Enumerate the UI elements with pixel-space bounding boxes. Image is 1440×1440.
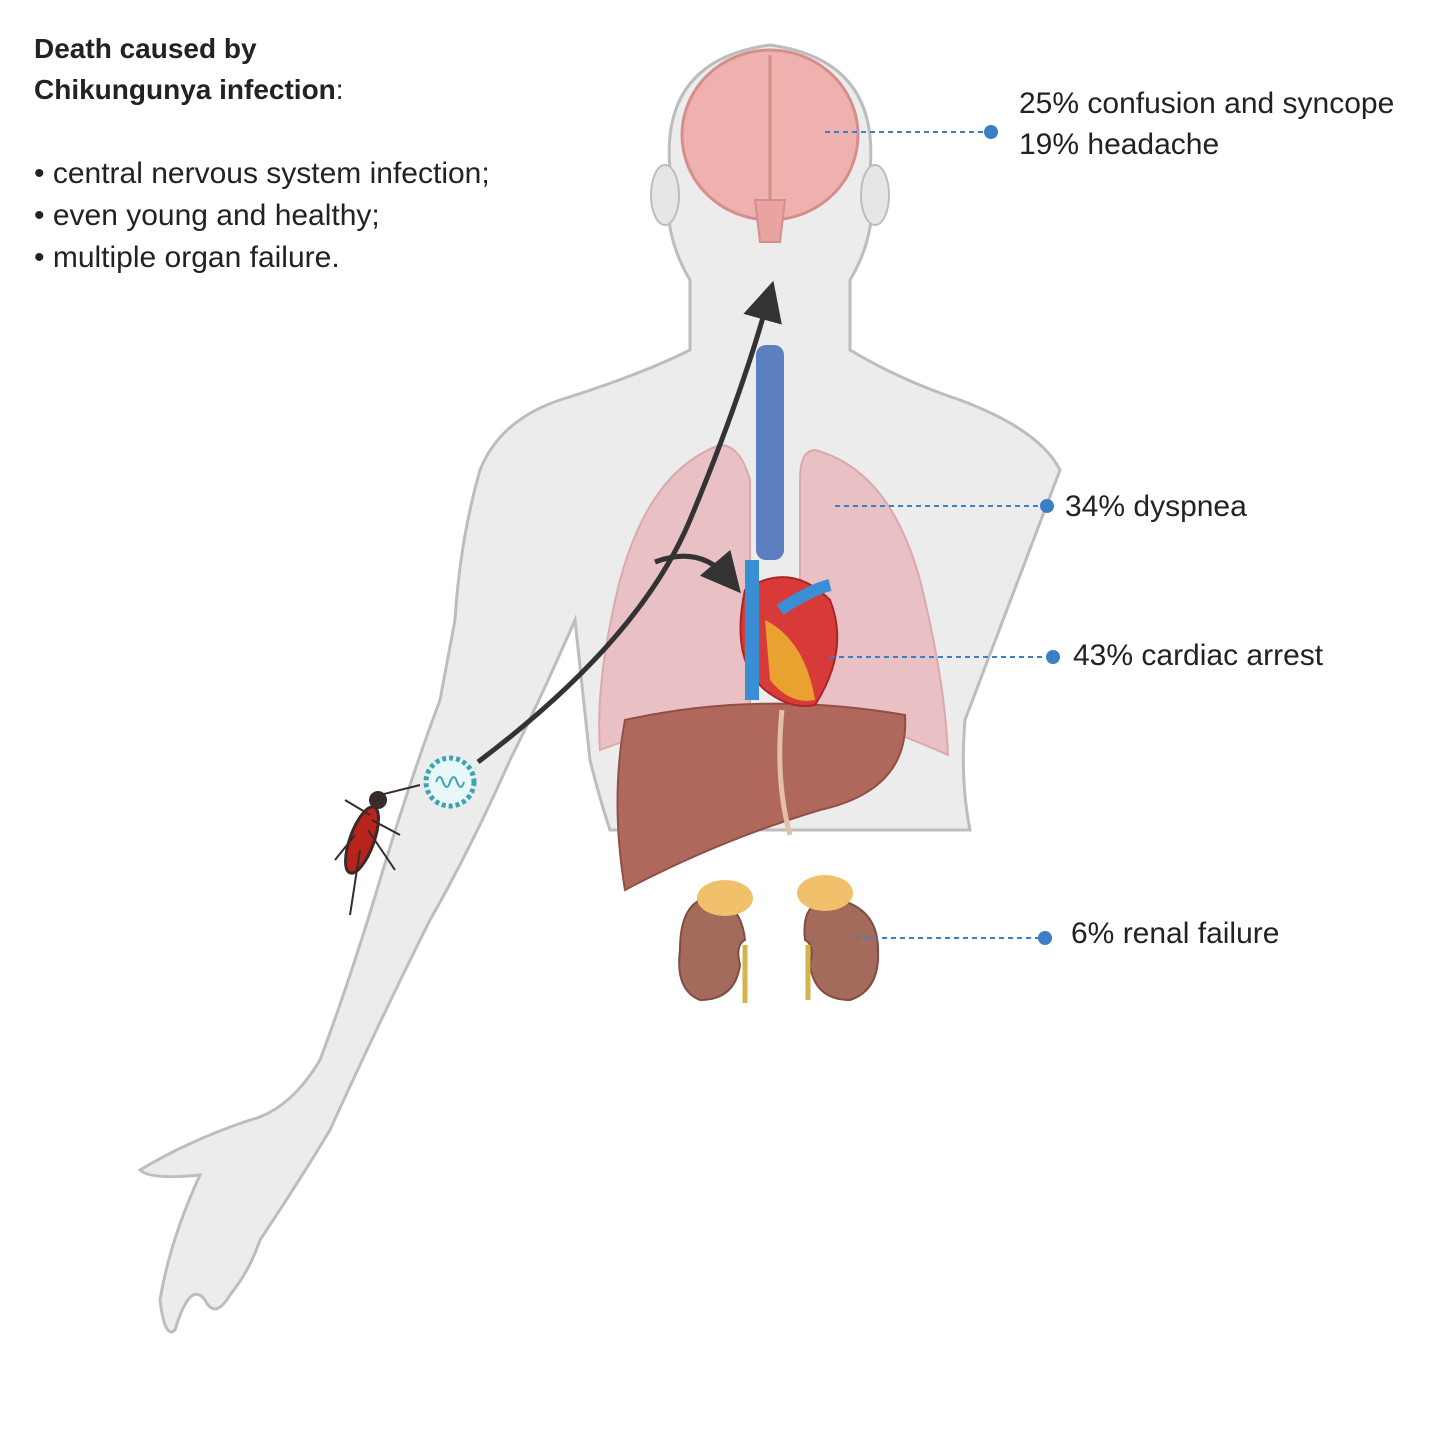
lung-right — [799, 448, 950, 757]
leader-heart — [830, 650, 1060, 664]
trachea — [756, 345, 784, 560]
brainstem — [753, 199, 787, 243]
leader-lungs — [835, 499, 1054, 513]
infection-arrow-to-heart — [654, 549, 741, 594]
title-colon: : — [335, 74, 344, 105]
label-heart: 43% cardiac arrest — [1073, 639, 1324, 672]
lung-left — [598, 443, 751, 752]
virus-particle-icon — [423, 755, 477, 809]
title-line-2: Chikungunya infection: — [34, 69, 344, 111]
kidney-right — [803, 898, 880, 1002]
title-line-1: Death caused by — [34, 33, 257, 64]
kidney-left — [678, 898, 747, 1002]
ear-left — [650, 164, 680, 226]
bullet-item: • multiple organ failure. — [34, 241, 340, 274]
adrenal-left — [697, 880, 753, 916]
infection-arrow-to-brain — [476, 280, 782, 764]
ear-right — [860, 164, 890, 226]
bullet-item: • central nervous system infection; — [34, 157, 490, 190]
mosquito-icon — [334, 784, 421, 916]
label-brain-confusion: 25% confusion and syncope — [1019, 87, 1395, 120]
leader-kidneys — [855, 931, 1052, 945]
bullet-item: • even young and healthy; — [34, 199, 380, 232]
label-brain-headache: 19% headache — [1019, 128, 1220, 161]
leader-brain — [825, 125, 998, 139]
adrenal-right — [797, 875, 853, 911]
label-lungs: 34% dyspnea — [1065, 490, 1247, 523]
label-kidneys: 6% renal failure — [1071, 917, 1280, 950]
title-line-2-text: Chikungunya infection — [34, 74, 336, 105]
